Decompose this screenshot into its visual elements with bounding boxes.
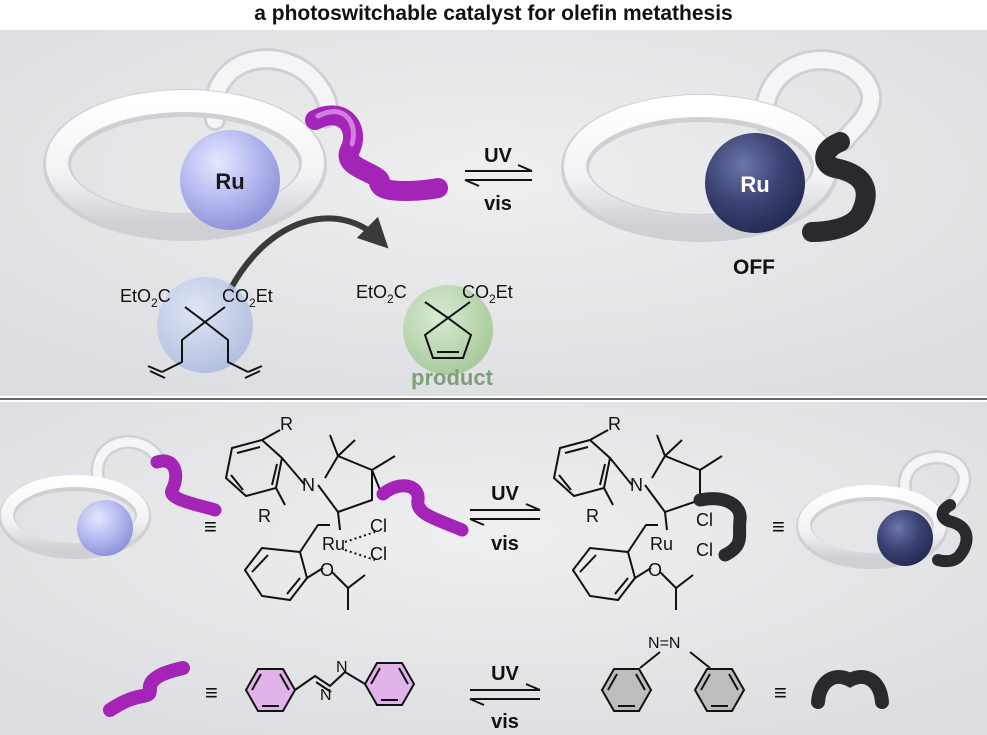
state-off-label: OFF <box>733 256 775 279</box>
svg-text:≡: ≡ <box>205 680 218 705</box>
svg-text:O: O <box>320 560 334 580</box>
svg-text:CO2Et: CO2Et <box>462 282 513 306</box>
svg-text:UV: UV <box>491 483 519 505</box>
svg-text:UV: UV <box>484 145 512 167</box>
catalyst-off-cartoon: Ru OFF <box>561 49 882 279</box>
svg-text:EtO2C: EtO2C <box>356 282 407 306</box>
svg-text:Cl: Cl <box>696 510 713 530</box>
svg-text:≡: ≡ <box>774 680 787 705</box>
conversion-arrow <box>227 215 389 292</box>
svg-text:UV: UV <box>491 663 519 685</box>
azo-trans-icon <box>103 661 190 717</box>
svg-text:Cl: Cl <box>370 544 387 564</box>
svg-text:CO2Et: CO2Et <box>222 286 273 310</box>
product-label: product <box>411 365 494 390</box>
figure-title: a photoswitchable catalyst for olefin me… <box>254 2 733 25</box>
svg-text:N: N <box>320 687 332 704</box>
catalyst-on-labels: R R N Ru Cl Cl O <box>258 414 387 580</box>
svg-text:vis: vis <box>491 533 519 555</box>
svg-text:N: N <box>630 475 643 495</box>
catalyst-on-cartoon: Ru <box>43 48 448 241</box>
svg-text:R: R <box>258 506 271 526</box>
ru-sphere-off <box>705 133 805 233</box>
svg-text:≡: ≡ <box>772 514 785 539</box>
azo-trans-attached <box>376 479 469 537</box>
svg-text:Ru: Ru <box>650 534 673 554</box>
azo-cis-icon <box>811 670 889 709</box>
svg-text:EtO2C: EtO2C <box>120 286 171 310</box>
svg-text:≡: ≡ <box>204 514 217 539</box>
ru-sphere-on <box>180 130 280 230</box>
svg-text:N=N: N=N <box>648 635 680 652</box>
azo-cis-attached <box>693 492 747 562</box>
svg-text:Cl: Cl <box>696 540 713 560</box>
substrate-molecule: EtO2C CO2Et <box>120 277 273 379</box>
svg-text:vis: vis <box>484 193 512 215</box>
svg-text:O: O <box>648 560 662 580</box>
catalyst-off-small: ≡ <box>772 450 973 569</box>
svg-text:R: R <box>280 414 293 434</box>
trans-azobenzene: N N <box>244 659 416 712</box>
catalyst-on-small: ≡ <box>0 435 222 559</box>
azo-cis-unit <box>802 132 876 242</box>
svg-text:Ru: Ru <box>322 534 345 554</box>
svg-text:R: R <box>586 506 599 526</box>
ru-label-off: Ru <box>740 172 769 197</box>
svg-text:Cl: Cl <box>370 516 387 536</box>
cis-azobenzene: N=N <box>600 635 746 712</box>
catalyst-off-labels: R R N Ru Cl Cl O <box>586 414 713 580</box>
svg-text:vis: vis <box>491 711 519 733</box>
top-equilibrium-arrows: UV vis <box>464 145 533 215</box>
middle-equilibrium-arrows: UV vis <box>469 483 541 555</box>
svg-text:N: N <box>302 475 315 495</box>
azo-trans-unit <box>305 105 448 202</box>
product-molecule: EtO2C CO2Et product <box>356 282 513 390</box>
bottom-equilibrium-arrows: UV vis <box>469 663 541 733</box>
svg-text:R: R <box>608 414 621 434</box>
svg-text:N: N <box>336 659 348 676</box>
catalyst-structure-off <box>552 429 723 610</box>
catalyst-structure-on <box>224 429 396 610</box>
ru-label-on: Ru <box>215 169 244 194</box>
